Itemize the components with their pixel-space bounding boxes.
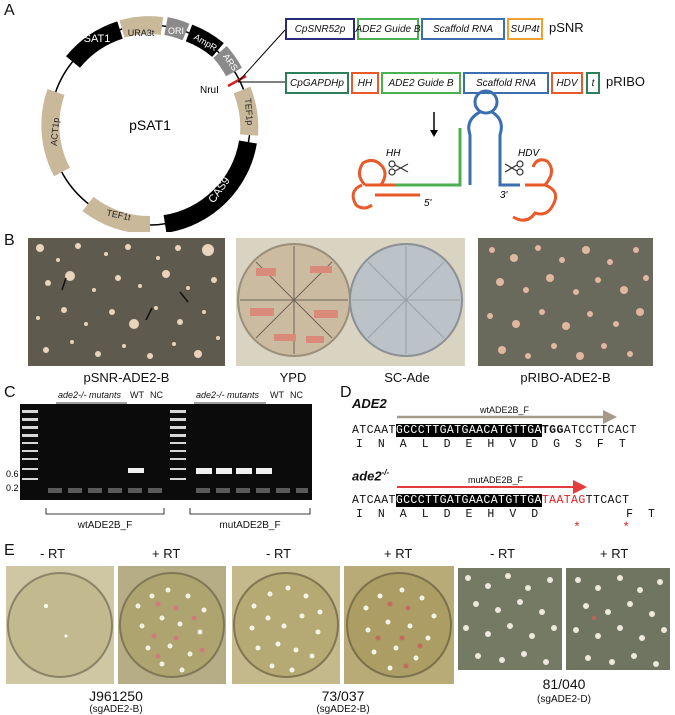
segment-ars — [213, 45, 242, 77]
ribozyme-hh-label: HH — [386, 148, 401, 159]
pribo-hh: HH — [351, 72, 379, 94]
seq-title-wt: ADE2 — [352, 396, 387, 411]
scissors-icon-2 — [504, 160, 524, 176]
label-act1p: ACT1p — [49, 117, 61, 146]
ladder-mark-06: 0.6 — [6, 469, 19, 479]
panel-label-a: A — [4, 2, 15, 19]
segment-tef1t — [82, 196, 151, 232]
wt-primer-arrow — [397, 410, 617, 424]
e3-minus-rt: - RT — [490, 546, 516, 561]
e1-plus-rt: + RT — [152, 546, 181, 561]
five-prime-label: 5' — [424, 198, 433, 209]
gel-label-wt-1: WT — [130, 390, 144, 400]
segment-ori — [164, 17, 190, 41]
photo-e1-plus — [118, 566, 226, 684]
segment-ura3t — [119, 16, 164, 38]
caption-sc-ade: SC-Ade — [384, 370, 430, 385]
psnr-sup4t: SUP4t — [507, 18, 543, 40]
label-sat1: SAT1 — [84, 33, 111, 45]
ribozyme-structure — [351, 89, 558, 222]
e1-guide: (sgADE2-B) — [89, 704, 143, 715]
psnr-name: pSNR — [549, 20, 584, 35]
e3-plus-rt: + RT — [600, 546, 629, 561]
ribozyme-hdv-label: HDV — [518, 148, 540, 159]
psnr-promoter: CpSNR52p — [285, 18, 355, 40]
segment-tef1p — [233, 86, 259, 136]
seq-title-mut: ade2-/- — [352, 468, 390, 484]
photo-e3-minus — [458, 568, 562, 670]
label-nrui: NruI — [200, 85, 219, 96]
pribo-guide: ADE2 Guide B — [381, 72, 461, 94]
gel-label-wt-2: WT — [270, 390, 284, 400]
e2-plus-rt: + RT — [384, 546, 413, 561]
mut-primer-label: mutADE2B_F — [468, 475, 524, 485]
label-tef1p: TEF1p — [243, 98, 255, 126]
gel-label-nc-1: NC — [150, 390, 163, 400]
segment-sat1 — [66, 21, 124, 68]
wt-amino-acids: I N A L D E H V D G S F T — [356, 438, 627, 451]
stop-codon-marks: * * — [573, 520, 631, 535]
photo-e2-minus — [232, 566, 340, 684]
gel-image: 0.6 0.2 — [6, 402, 312, 515]
e1-minus-rt: - RT — [40, 546, 66, 561]
three-prime-label: 3' — [500, 190, 509, 201]
pribo-name: pRIBO — [606, 74, 646, 89]
plasmid-name: pSAT1 — [129, 117, 171, 133]
panel-label-b: B — [4, 232, 15, 249]
photo-psnr-plate — [28, 238, 225, 366]
plasmid-diagram: SAT1 URA3t ORI AmpR ARS TEF1p CAS9 TEF1t… — [41, 16, 558, 232]
pribo-hdv: HDV — [551, 72, 583, 94]
e2-minus-rt: - RT — [266, 546, 292, 561]
mut-primer-arrow — [397, 480, 587, 494]
psnr-scaffold: Scaffold RNA — [421, 18, 505, 40]
mut-amino-acids: I N A L D E H V D F T — [356, 508, 656, 521]
plasmid-segments — [41, 16, 259, 232]
gel-label-nc-2: NC — [290, 390, 303, 400]
pribo-promoter: CpGAPDHp — [285, 72, 349, 94]
wt-dna-sequence: ATCAATGCCCTTGATGAACATGTTGATGGATCCTTCACT — [352, 424, 637, 437]
label-ura3t: URA3t — [128, 28, 155, 38]
caption-psnr-ade2-b: pSNR-ADE2-B — [83, 370, 170, 385]
e1-strain: J961250 — [89, 688, 143, 704]
wt-primer-label: wtADE2B_F — [480, 405, 530, 415]
psnr-guide: ADE2 Guide B — [355, 18, 421, 40]
nrui-site-mark — [227, 74, 247, 88]
pribo-terminator: t — [586, 72, 600, 94]
photo-e2-plus — [344, 566, 454, 684]
ladder-mark-02: 0.2 — [6, 483, 19, 493]
e3-guide: (sgADE2-D) — [537, 694, 591, 705]
gel-label-mutants-2: ade2-/- mutants — [196, 390, 260, 400]
mut-dna-sequence: ATCAATGCCCTTGATGAACATGTTGATAATAGTTCACT — [352, 494, 630, 507]
caption-pribo-ade2-b: pRIBO-ADE2-B — [520, 370, 611, 385]
primer-label-wt: wtADE2B_F — [77, 520, 133, 531]
scissors-icon — [388, 160, 409, 176]
photo-pribo-plate — [478, 238, 653, 366]
segment-cas9 — [163, 140, 257, 232]
panel-label-e: E — [4, 542, 15, 559]
photo-ypd-scade-plates — [236, 238, 465, 366]
label-ori: ORI — [168, 26, 184, 36]
e3-strain: 81/040 — [542, 676, 586, 692]
e2-guide: (sgADE2-B) — [316, 704, 370, 715]
gel-label-mutants-1: ade2-/- mutants — [58, 390, 122, 400]
expansion-line-1 — [237, 29, 286, 83]
photo-e1-minus — [6, 566, 114, 684]
panel-label-c: C — [4, 384, 16, 401]
caption-ypd: YPD — [279, 370, 307, 385]
segment-ampr — [185, 24, 224, 58]
pribo-scaffold: Scaffold RNA — [463, 72, 549, 94]
e2-strain: 73/037 — [321, 688, 365, 704]
photo-e3-plus — [566, 568, 670, 670]
segment-act1p — [41, 89, 71, 177]
primer-label-mut: mutADE2B_F — [219, 520, 281, 531]
panel-label-d: D — [340, 384, 352, 401]
